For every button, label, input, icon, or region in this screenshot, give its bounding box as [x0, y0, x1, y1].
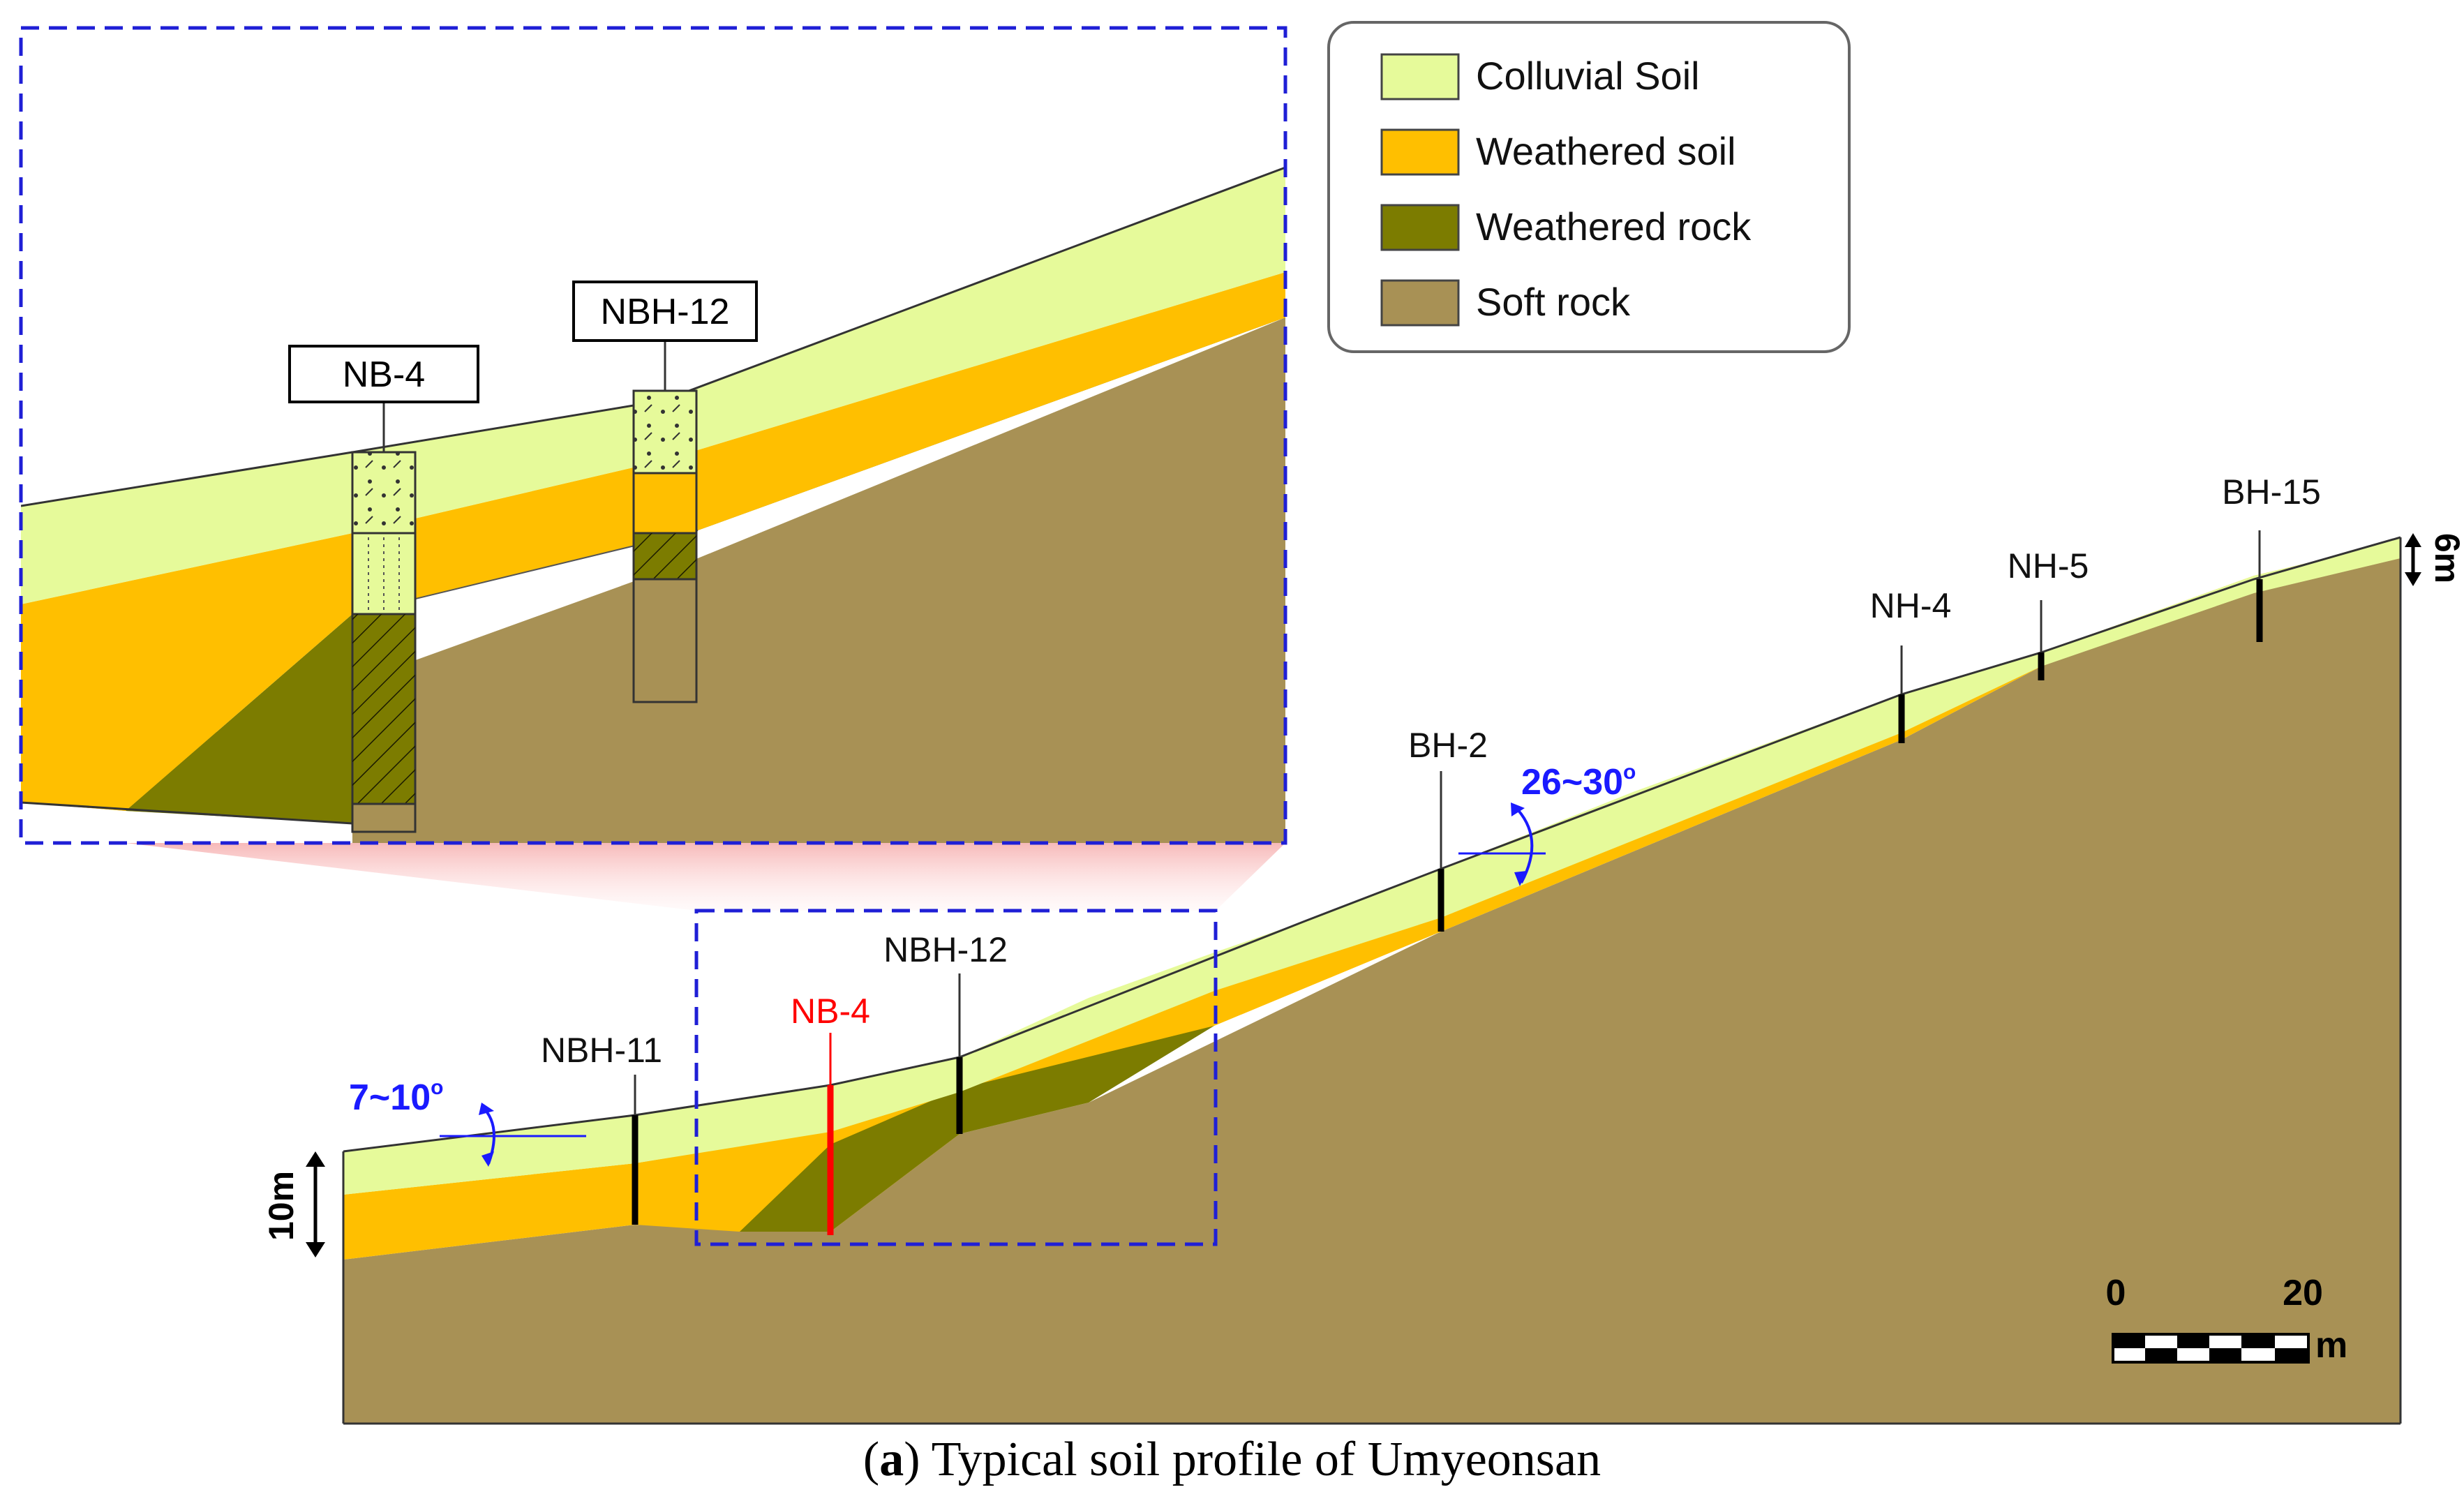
label-nbh11: NBH-11 — [541, 1031, 662, 1070]
caption-letter: a — [879, 1433, 904, 1486]
label-nb4: NB-4 — [791, 992, 870, 1031]
legend-swatch — [1380, 128, 1460, 176]
inset-label-nbh12: NBH-12 — [601, 292, 730, 332]
label-nbh12: NBH-12 — [883, 930, 1008, 969]
inset-log-nb4: NB-4 — [288, 345, 479, 833]
soft-rock-layer — [343, 551, 2400, 1424]
angle-lower-text: 7~10o — [349, 1076, 443, 1118]
legend-label: Weathered rock — [1476, 204, 1752, 248]
dimension-markers: 10m 6m — [262, 533, 2464, 1257]
borehole-logs: NBH-11 NB-4 NBH-12 BH-2 NH-4 NH-5 BH-15 — [541, 472, 2321, 1235]
legend-label: Weathered soil — [1476, 129, 1736, 173]
inset-colluvial-soil — [21, 167, 1285, 604]
legend-label: Colluvial Soil — [1476, 54, 1700, 98]
scale-bar: 0 20 m — [2106, 1273, 2348, 1366]
zoom-beam — [126, 843, 1285, 911]
inset-frame — [19, 26, 1287, 845]
label-nh4: NH-4 — [1870, 586, 1952, 625]
figure-caption: (a) Typical soil profile of Umyeonsan — [863, 1433, 1601, 1486]
inset-weathered-soil — [21, 272, 1285, 811]
highlight-box — [694, 909, 1218, 1246]
weathered-rock-layer — [740, 1026, 1214, 1232]
ground-surface-line — [343, 536, 2401, 1153]
scale-twenty: 20 — [2283, 1273, 2323, 1313]
label-bh2: BH-2 — [1408, 726, 1488, 765]
slope-angles: 7~10o 26~30o — [349, 761, 1636, 1167]
legend-swatch — [1380, 204, 1460, 251]
caption-text: Typical soil profile of Umyeonsan — [920, 1433, 1601, 1486]
label-bh15: BH-15 — [2222, 472, 2321, 512]
label-nh5: NH-5 — [2008, 546, 2089, 585]
inset-view: NB-4 NBH-12 — [19, 26, 1287, 845]
legend-swatch — [1380, 53, 1460, 100]
legend-frame — [1327, 21, 1851, 353]
inset-log-nbh12: NBH-12 — [572, 281, 758, 703]
scale-unit: m — [2315, 1325, 2347, 1366]
inset-label-nb4: NB-4 — [343, 354, 425, 395]
weathered-soil-layer — [343, 541, 2400, 1260]
legend-label: Soft rock — [1476, 280, 1631, 324]
colluvial-soil-top — [343, 537, 2400, 1195]
dimension-10m: 10m — [262, 1171, 301, 1241]
inset-weathered-rock — [126, 318, 1285, 823]
dimension-6m: 6m — [2428, 533, 2464, 583]
main-profile — [342, 536, 2402, 1425]
legend-swatch — [1380, 279, 1460, 327]
scale-zero: 0 — [2106, 1273, 2126, 1313]
angle-upper-text: 26~30o — [1521, 761, 1636, 802]
